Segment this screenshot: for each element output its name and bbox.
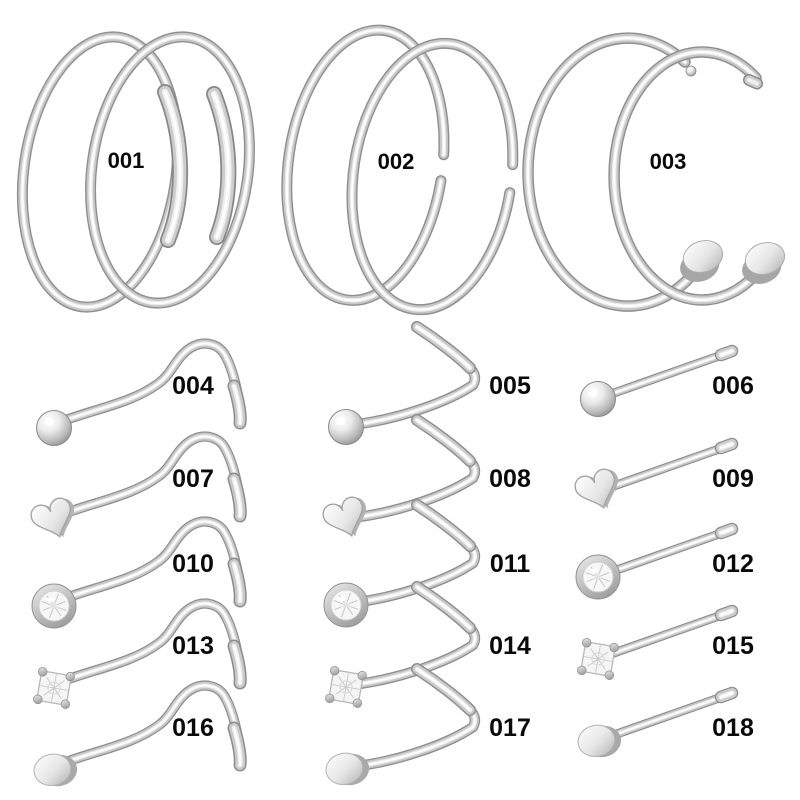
stud-body-l-shape [359, 327, 475, 424]
stud-body-screw [66, 437, 241, 516]
product-label: 007 [172, 465, 214, 493]
hoop-ring-right [85, 31, 255, 309]
stud-body-screw [66, 344, 241, 423]
stud-ornament-prong-crystal [32, 666, 76, 710]
product-label: 015 [712, 632, 754, 660]
product-label: 010 [172, 550, 214, 578]
product-label: 011 [490, 550, 530, 578]
stud-ornament-heart [27, 493, 84, 546]
stud-body-screw [66, 604, 241, 683]
tube-clasp-left [157, 84, 189, 248]
stud-body-screw [66, 522, 241, 601]
cuff-tip-ball [685, 65, 697, 77]
product-label: 013 [172, 632, 214, 660]
stud-ornament-ball [36, 410, 72, 446]
cuff-ring-right [608, 46, 763, 306]
stud-body-screw [66, 686, 241, 765]
product-002-double-hoop-open: 002 [281, 24, 519, 316]
stud-ornament-flat-disc [574, 720, 625, 763]
stud-ornament-bezel-crystal [323, 582, 369, 628]
product-006-bone-stud [580, 351, 733, 417]
product-label: 001 [108, 148, 145, 173]
product-label: 009 [712, 465, 754, 493]
product-label: 014 [489, 632, 531, 660]
product-label: 012 [712, 550, 754, 578]
product-label: 017 [489, 714, 531, 742]
product-001-double-hoop-tube: 001 [16, 31, 255, 313]
stud-ornament-heart [571, 464, 628, 517]
hoop-ring-left [16, 31, 184, 313]
stud-ornament-flat-disc [322, 748, 373, 791]
stud-ornament-ball [580, 381, 616, 417]
product-015-bone-stud [576, 611, 732, 681]
product-label: 006 [712, 372, 754, 400]
product-label: 016 [172, 714, 214, 742]
product-003-double-c-cuff: 003 [522, 32, 786, 312]
product-label: 018 [712, 714, 754, 742]
stud-ornament-prong-crystal [324, 665, 368, 709]
product-012-bone-stud [575, 529, 732, 600]
stud-ornament-bezel-crystal [31, 583, 77, 629]
product-009-bone-stud [571, 444, 732, 517]
product-label: 008 [489, 465, 531, 493]
product-label: 004 [172, 372, 214, 400]
stud-grid: 004 005 006 007 008 009 010 011 012 013 014 015 016 0… [27, 327, 754, 792]
product-label: 005 [489, 372, 531, 400]
hoop-ring-right [346, 37, 519, 316]
product-label: 002 [378, 149, 415, 174]
stud-ornament-prong-crystal [576, 637, 620, 681]
tube-clasp-right [206, 86, 237, 245]
product-label: 003 [650, 149, 687, 174]
stud-ornament-bezel-crystal [575, 554, 621, 600]
product-005-l-shape-stud [328, 327, 475, 445]
product-018-bone-stud [574, 693, 732, 763]
disc-end-right [742, 242, 786, 284]
cuff-ring-left [522, 32, 699, 312]
stud-ornament-ball [328, 409, 364, 445]
disc-end-left [680, 240, 724, 282]
